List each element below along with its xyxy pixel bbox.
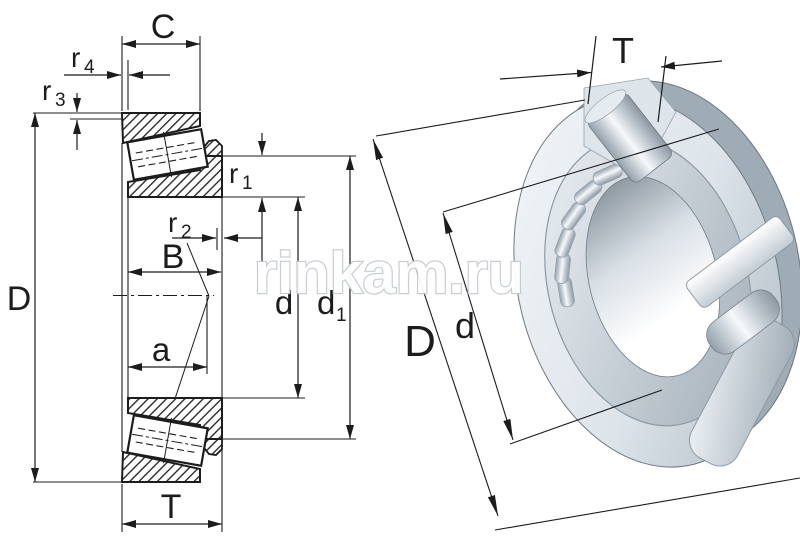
dim-label-r3-sub: 3	[55, 90, 66, 111]
cone-rib-3d	[686, 216, 795, 467]
rollers-arc-3d	[554, 163, 623, 308]
dim-D-right-lines	[372, 99, 800, 531]
dim-label-r1: r	[229, 158, 238, 189]
dim-label-r4: r	[71, 42, 80, 73]
dim-label-T: T	[161, 488, 182, 526]
dim-label-r2: r	[168, 207, 177, 238]
watermark-text: rinkam.ru	[254, 241, 524, 306]
cone-bottom-section	[127, 397, 223, 440]
dim-d-right-lines	[442, 128, 720, 445]
roller-bottom	[125, 414, 210, 467]
bearing-outer-ring-3d	[513, 96, 783, 468]
cup-bottom-section	[120, 450, 201, 483]
dim-label-B: B	[162, 238, 185, 276]
extension-lines	[33, 36, 356, 532]
dim-label-r4-sub: 4	[84, 57, 95, 78]
dim-label-d1: d	[317, 284, 335, 321]
cup-top-section	[120, 112, 201, 145]
dim-label-T-right: T	[612, 30, 634, 71]
dim-T-right-lines	[499, 35, 723, 123]
dim-label-d-right: d	[455, 305, 475, 346]
roller-3d-right	[706, 289, 780, 355]
dim-label-r3: r	[42, 75, 51, 106]
dimension-lines	[31, 40, 354, 528]
cross-section-view: C r 4 r 3 D B a T r 1 r 2 d d 1	[7, 8, 356, 532]
dim-label-a: a	[152, 331, 171, 368]
roller-3d-top	[584, 89, 672, 183]
cone-top-section	[127, 155, 223, 198]
dim-label-D-right: D	[404, 317, 436, 366]
dim-label-r2-sub: 2	[181, 222, 192, 243]
dim-label-r1-sub: 1	[242, 173, 253, 194]
roller-top	[125, 128, 210, 181]
dim-label-d1-sub: 1	[336, 305, 347, 326]
cone-rib-bottom	[203, 438, 223, 456]
cone-rib-top	[203, 139, 223, 157]
3d-view: T D d	[372, 30, 800, 531]
dim-label-D: D	[7, 280, 32, 318]
dim-label-d: d	[275, 284, 293, 321]
dim-label-C: C	[151, 8, 176, 46]
